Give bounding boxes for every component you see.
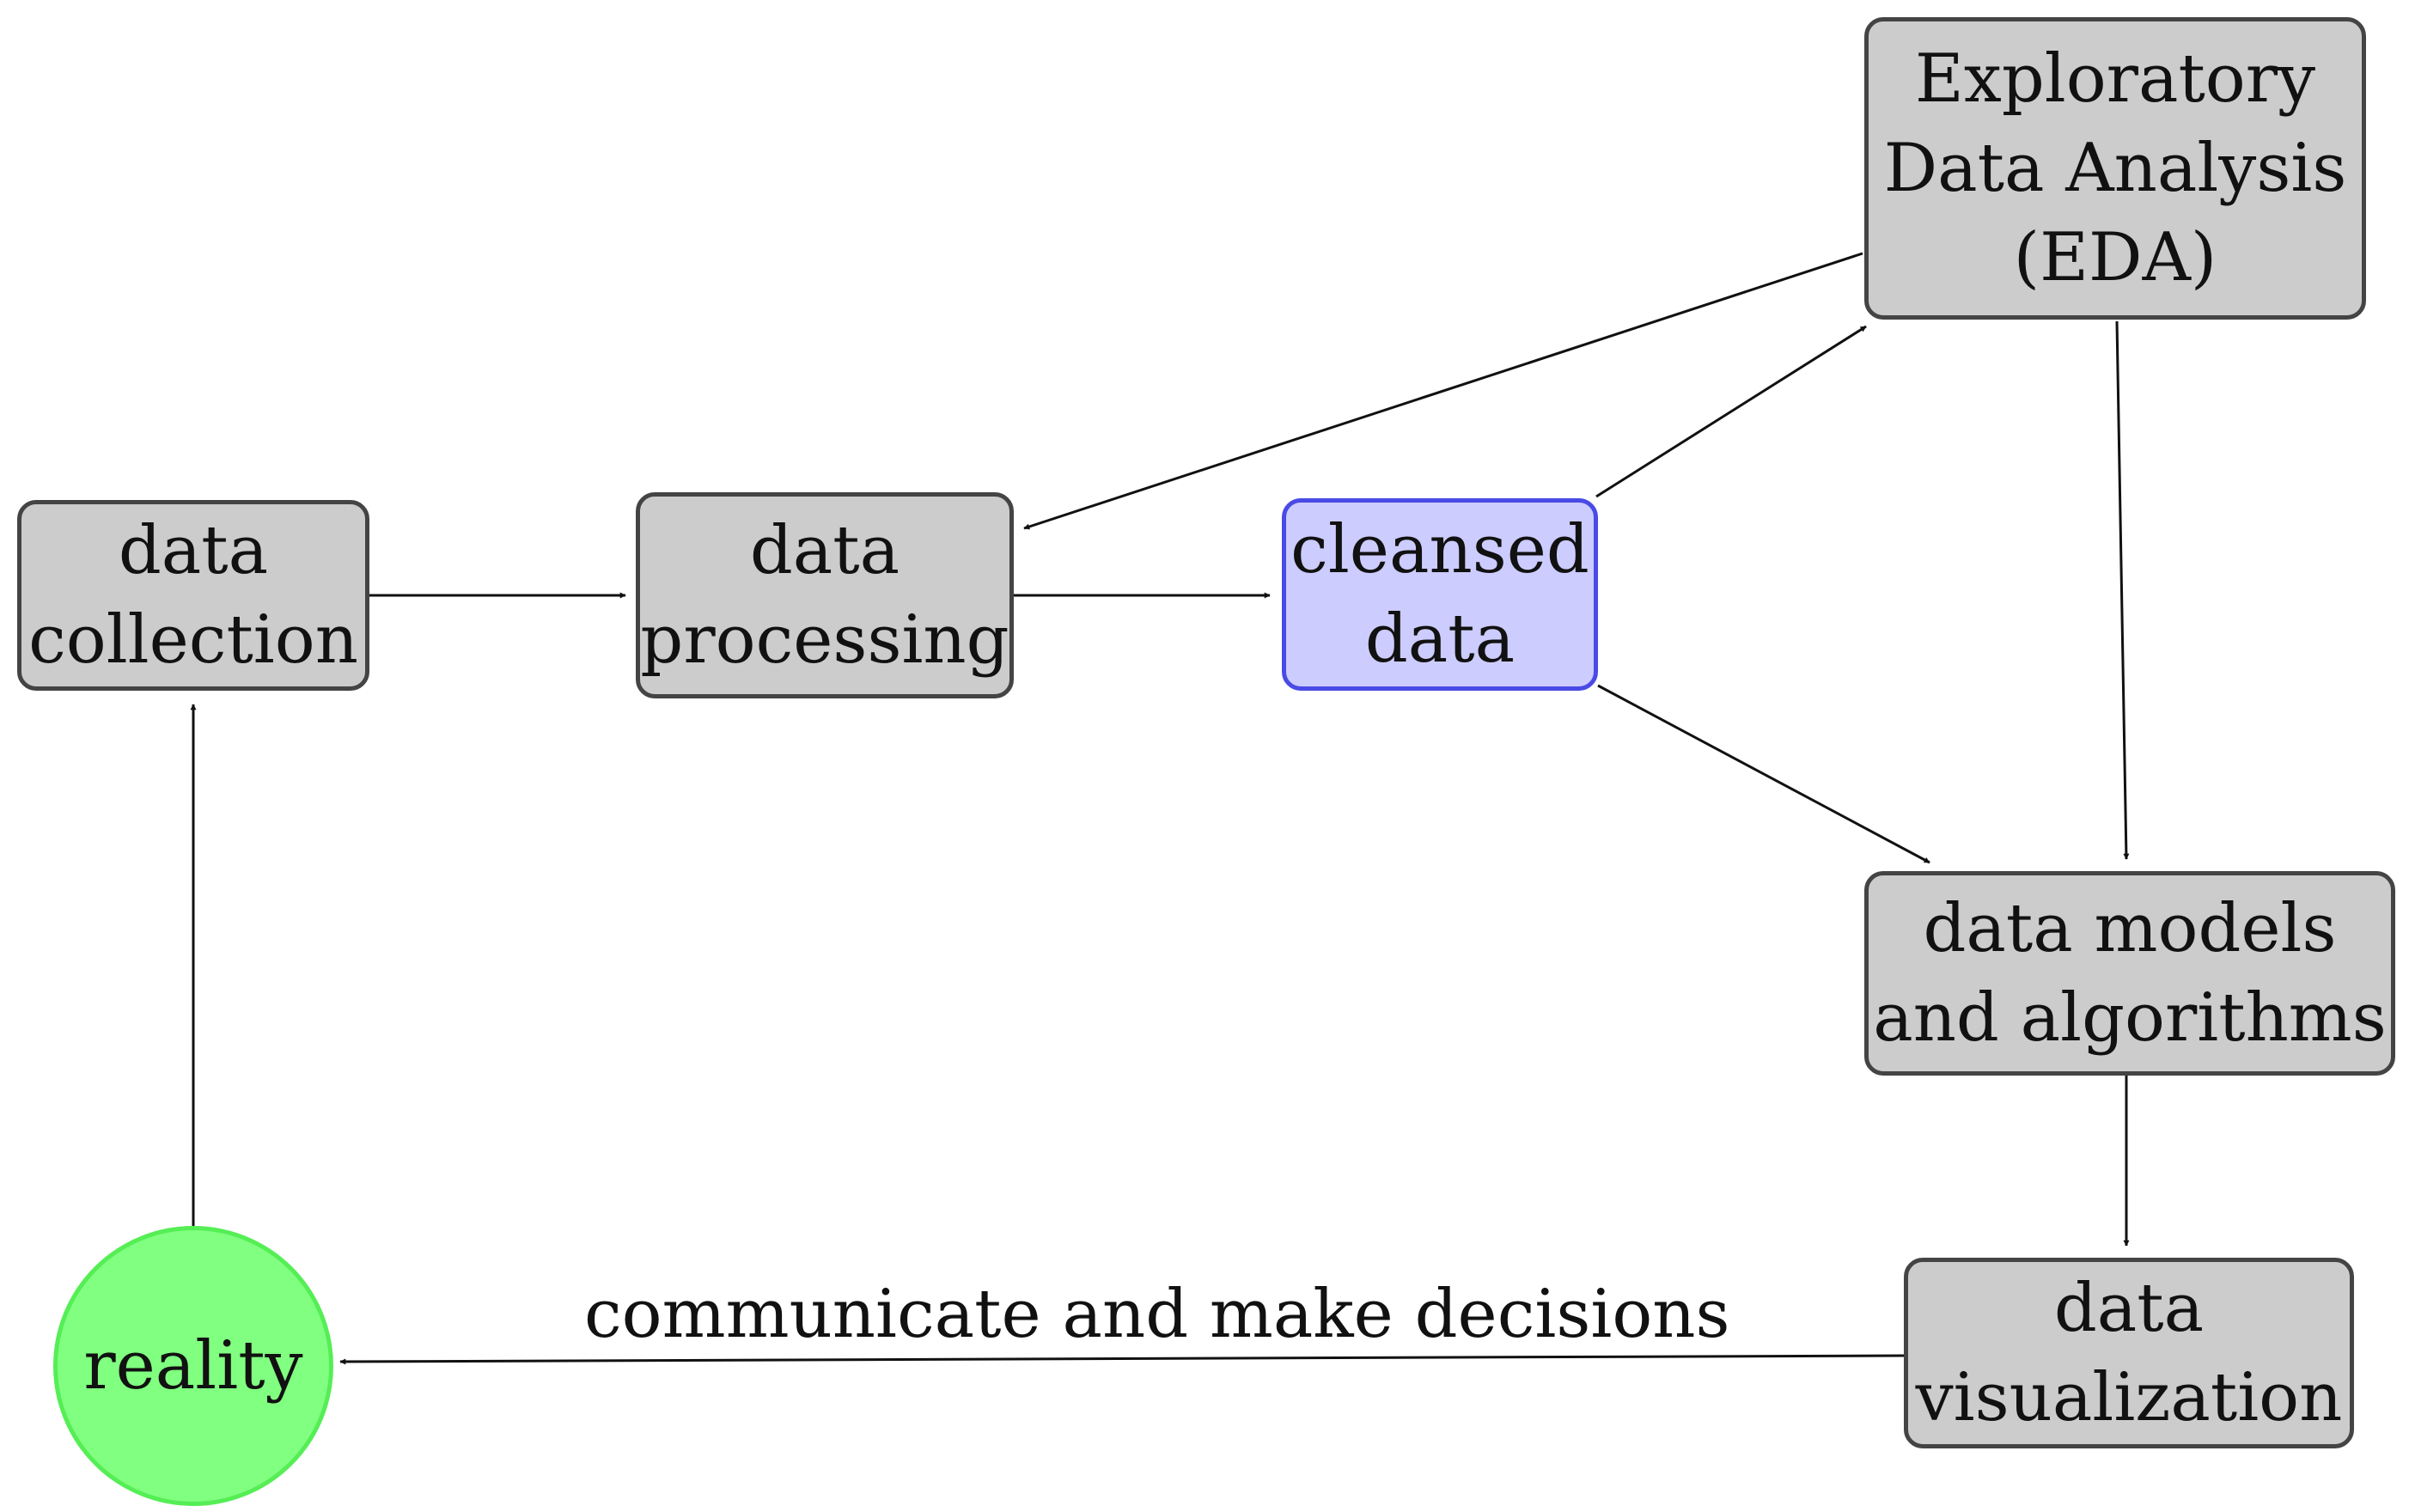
node-data-collection: data collection <box>17 500 369 691</box>
node-cleansed-data-line1: cleansed <box>1290 511 1589 588</box>
node-eda-line1: Exploratory <box>1914 40 2316 118</box>
arrow-cleansed-to-models <box>1597 684 1930 864</box>
node-cleansed-data: cleansed data <box>1282 498 1598 691</box>
arrow-visualization-to-reality <box>339 1354 1905 1365</box>
node-eda-line3: (EDA) <box>2013 219 2217 296</box>
edge-label-communicate: communicate and make decisions <box>584 1276 1730 1353</box>
node-data-processing: data processing <box>636 492 1014 698</box>
node-data-models: data models and algorithms <box>1864 871 2395 1076</box>
node-eda: Exploratory Data Analysis (EDA) <box>1864 17 2366 320</box>
node-eda-line2: Data Analysis <box>1883 130 2347 207</box>
node-data-models-line1: data models <box>1923 890 2337 967</box>
node-data-collection-line2: collection <box>28 601 358 679</box>
node-data-visualization: data visualization <box>1904 1258 2354 1448</box>
arrow-eda-to-models <box>2115 320 2130 860</box>
node-reality: reality <box>53 1226 333 1506</box>
arrow-cleansed-to-eda <box>1595 325 1867 498</box>
node-data-visualization-line1: data <box>2053 1270 2205 1347</box>
node-cleansed-data-line2: data <box>1364 601 1516 678</box>
node-data-processing-line1: data <box>749 512 900 589</box>
node-data-processing-line2: processing <box>640 601 1009 679</box>
node-data-collection-line1: data <box>118 512 269 589</box>
node-data-models-line2: and algorithms <box>1873 979 2387 1057</box>
node-reality-label: reality <box>83 1327 303 1405</box>
arrow-eda-to-processing <box>1023 252 1863 530</box>
node-data-visualization-line2: visualization <box>1915 1359 2343 1436</box>
